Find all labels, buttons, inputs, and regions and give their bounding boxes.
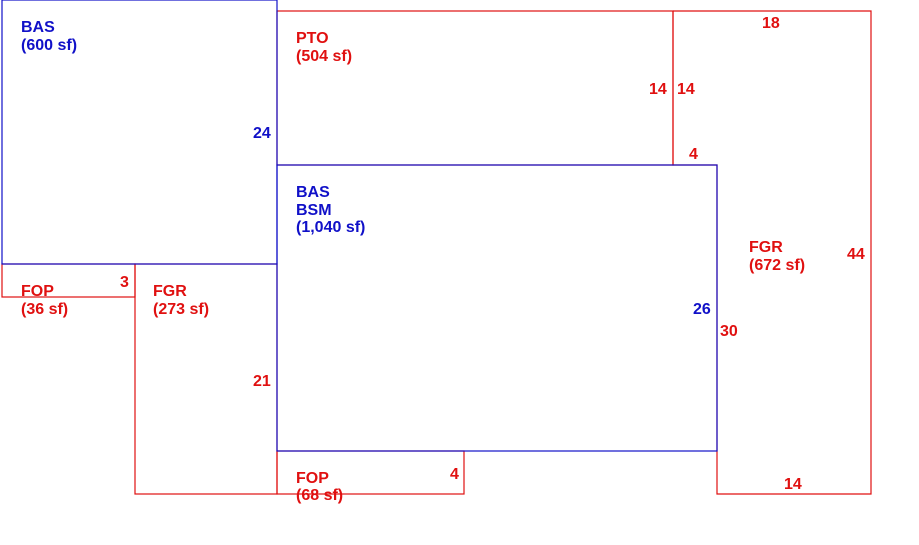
bas-bsm-outline [276, 164, 718, 452]
dim-fgr-right-top: 18 [762, 15, 780, 32]
fop-bottom-code: FOP [296, 470, 329, 487]
blue-outlines [1, 0, 718, 452]
dim-fgr-right-bottom: 14 [784, 476, 802, 493]
fgr-left-size: (273 sf) [153, 301, 209, 318]
dim-bas-bsm-side: 26 [693, 301, 711, 318]
fgr-left-code: FGR [153, 283, 187, 300]
bas-top-outline [1, 0, 278, 265]
fop-bottom-size: (68 sf) [296, 487, 343, 504]
red-outlines [1, 10, 872, 495]
dim-fgr-right-inner-side: 30 [720, 323, 738, 340]
bas-top-code: BAS [21, 19, 55, 36]
dim-fop-left-side: 3 [120, 274, 129, 291]
dim-fop-bottom-side: 4 [450, 466, 459, 483]
fop-left-size: (36 sf) [21, 301, 68, 318]
dim-fgr-left-side: 21 [253, 373, 271, 390]
pto-outline [276, 10, 674, 166]
dim-bas-top-side: 24 [253, 125, 271, 142]
bas-bsm-size: (1,040 sf) [296, 219, 365, 236]
bas-top-size: (600 sf) [21, 37, 77, 54]
pto-size: (504 sf) [296, 48, 352, 65]
dim-fgr-right-side: 44 [847, 246, 865, 263]
bas-bsm-code2: BSM [296, 202, 332, 219]
fgr-right-code: FGR [749, 239, 783, 256]
dim-fgr-right-upper-side: 14 [677, 81, 695, 98]
pto-code: PTO [296, 30, 329, 47]
dim-fgr-right-step: 4 [689, 146, 698, 163]
bas-bsm-code1: BAS [296, 184, 330, 201]
dim-pto-side: 14 [649, 81, 667, 98]
fop-left-code: FOP [21, 283, 54, 300]
fgr-right-size: (672 sf) [749, 257, 805, 274]
